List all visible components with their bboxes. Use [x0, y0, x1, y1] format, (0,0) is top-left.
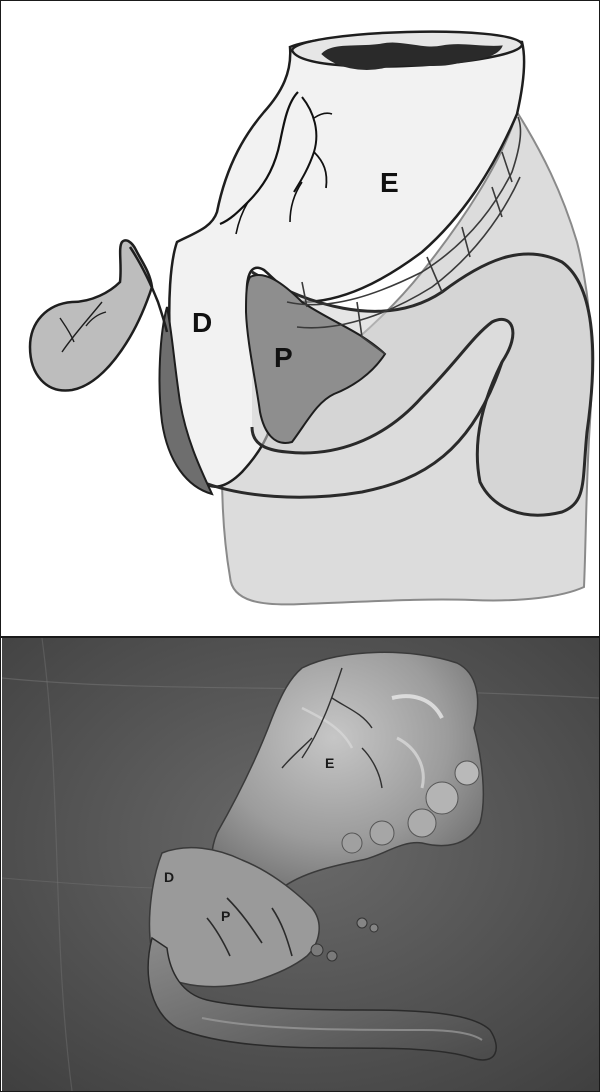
label-stomach: E: [380, 167, 399, 198]
schematic-panel: E D P: [2, 2, 599, 637]
omentum-lobule-2: [455, 761, 479, 785]
photo-label-pancreas: P: [221, 908, 230, 924]
omentum-lobule-5: [342, 833, 362, 853]
nodule-1: [311, 944, 323, 956]
specimen-photo-panel: E D P: [2, 638, 599, 1091]
label-duodenum: D: [192, 307, 212, 338]
nodule-2: [327, 951, 337, 961]
omentum-lobule-3: [408, 809, 436, 837]
omentum-lobule-4: [370, 821, 394, 845]
specimen-photo: E D P: [2, 638, 599, 1091]
label-pancreas: P: [274, 342, 293, 373]
nodule-3: [357, 918, 367, 928]
nodule-4: [370, 924, 378, 932]
omentum-lobule-1: [426, 782, 458, 814]
schematic-drawing: E D P: [2, 2, 599, 637]
photo-label-duodenum: D: [164, 869, 174, 885]
photo-label-stomach: E: [325, 755, 334, 771]
